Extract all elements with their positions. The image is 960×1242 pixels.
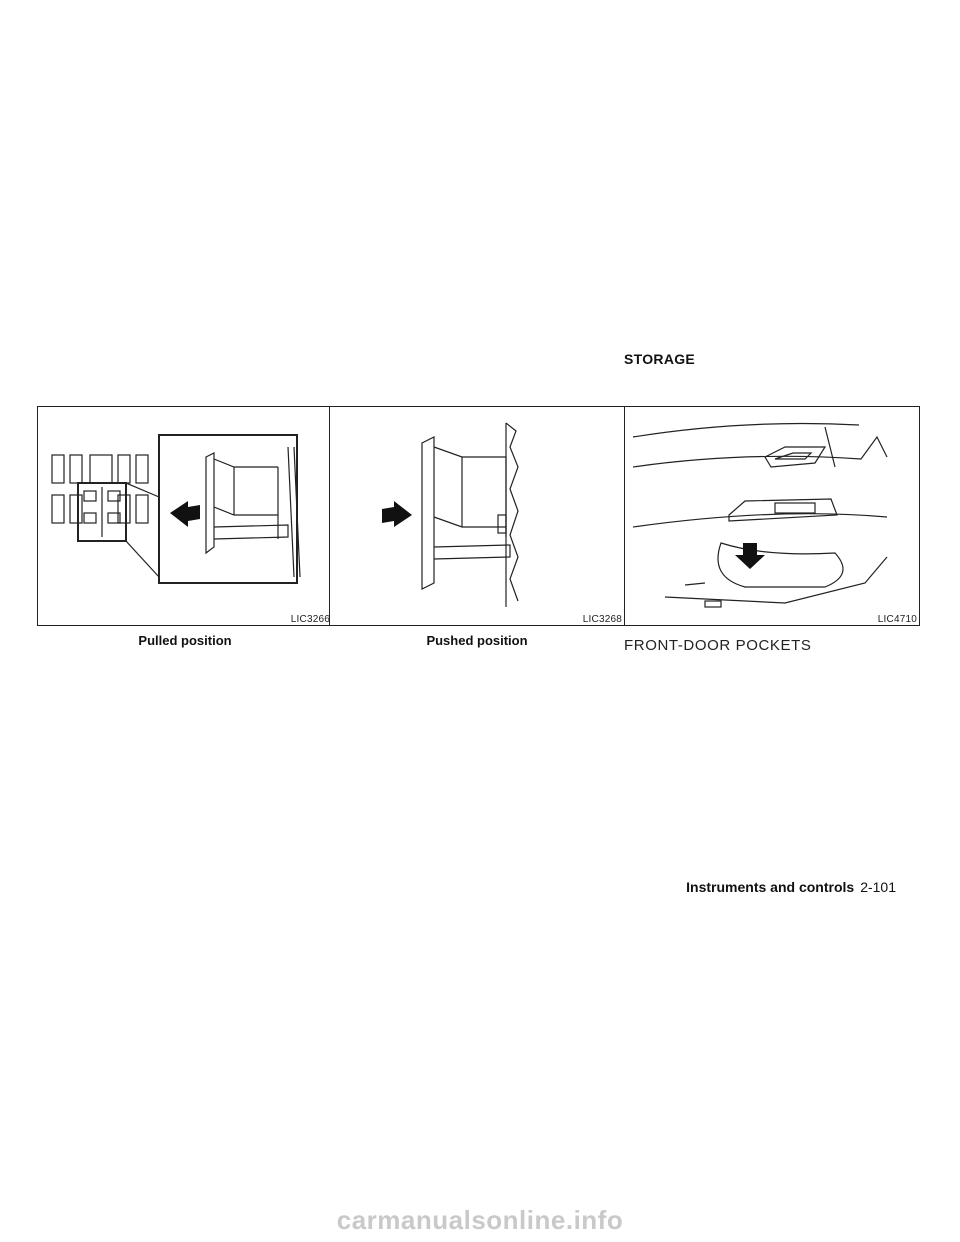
figure-front-door-pockets: LIC4710	[624, 406, 920, 626]
pushed-position-illustration	[382, 422, 519, 607]
subsection-heading: FRONT-DOOR POCKETS	[624, 637, 812, 654]
page-number: 2-101	[860, 879, 896, 895]
figure-pulled-position: LIC3266	[37, 406, 333, 626]
figure-code: LIC4710	[875, 614, 917, 625]
figure-caption: Pushed position	[426, 633, 528, 648]
figure-pushed-position: LIC3268	[329, 406, 625, 626]
figure-caption: Pulled position	[138, 633, 232, 648]
figure-code: LIC3266	[288, 614, 330, 625]
figure-code: LIC3268	[580, 614, 622, 625]
door-panel-illustration	[632, 422, 888, 608]
section-heading: STORAGE	[624, 351, 696, 367]
watermark: carmanualsonline.info	[336, 1205, 624, 1235]
footer-section-title: Instruments and controls	[686, 879, 855, 895]
page-footer: Instruments and controls 2-101	[664, 879, 896, 895]
pulled-position-illustration	[51, 434, 301, 584]
